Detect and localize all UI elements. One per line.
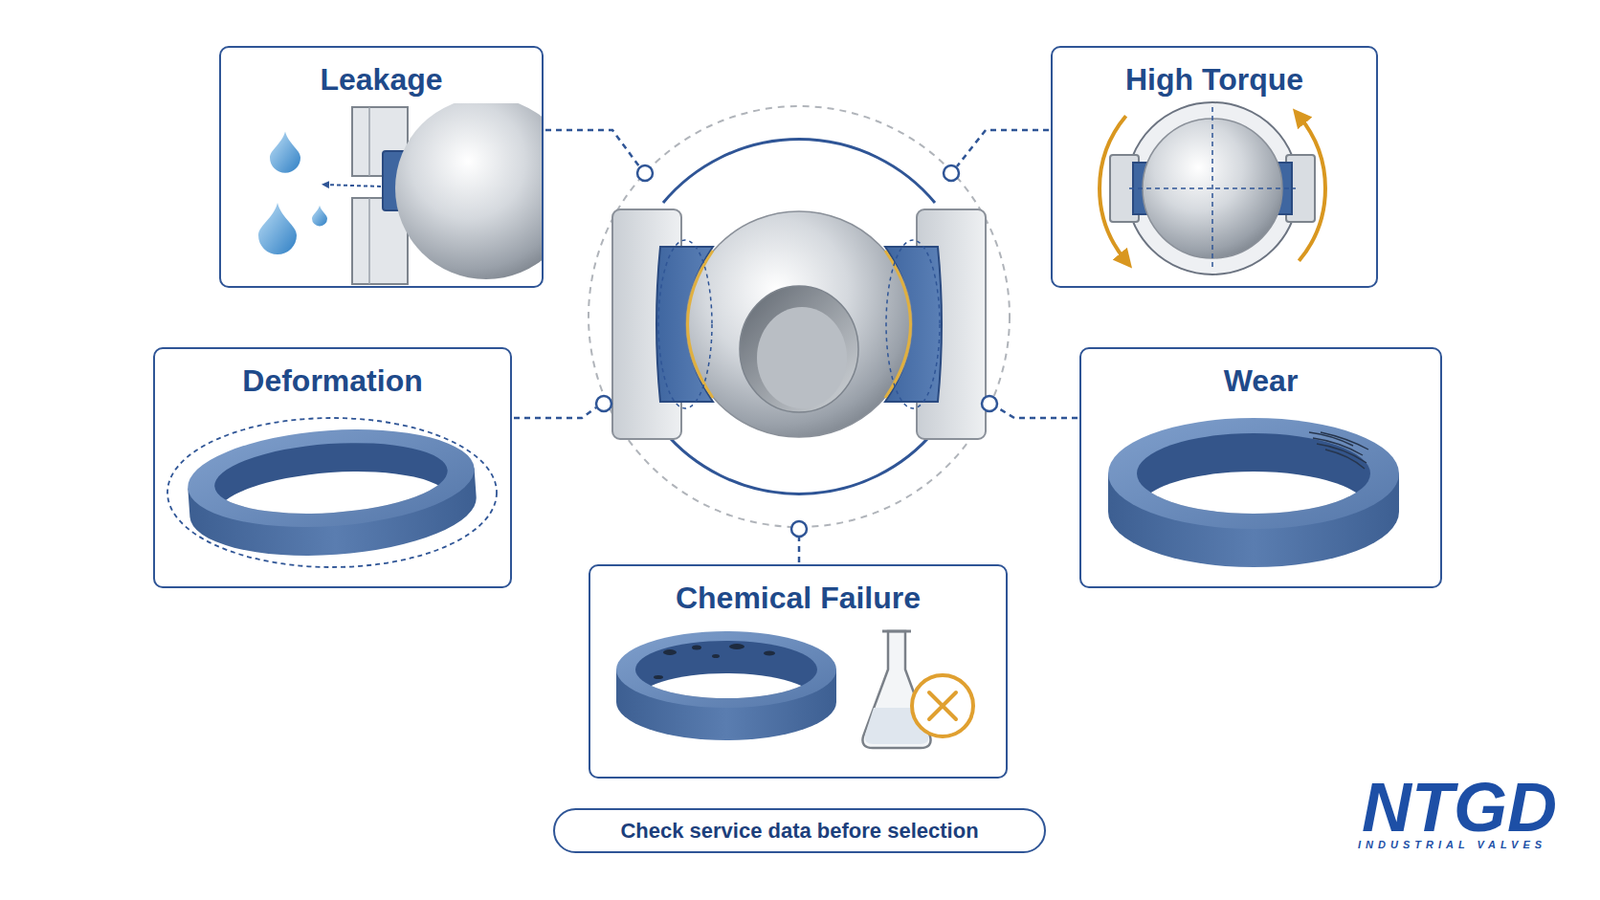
box-heading: Deformation [155,362,511,400]
central-valve [588,106,1010,528]
deformation-icon [167,418,497,568]
failure-box: Chemical Failure [588,564,1008,779]
brand-logo: NTGD [1361,773,1557,843]
box-heading: Chemical Failure [590,579,1006,617]
box-heading: Leakage [221,61,542,98]
box-heading: Wear [1081,362,1441,400]
chemical-icon [616,631,974,749]
box-heading: High Torque [1052,61,1377,98]
note-button: Check service data before selection [553,808,1046,854]
note-text: Check service data before selection [620,819,978,845]
brand-tagline: INDUSTRIAL VALVES [1357,840,1547,851]
leakage-icon [258,97,578,285]
failure-box: High Torque [1050,45,1378,289]
leader-dots [596,165,998,537]
failure-box: Deformation [153,347,512,589]
torque-icon [1099,102,1326,275]
failure-box: Wear [1079,347,1443,589]
failure-box: Leakage [219,45,544,289]
leader-lines [513,130,1078,563]
wear-icon [1108,418,1400,568]
